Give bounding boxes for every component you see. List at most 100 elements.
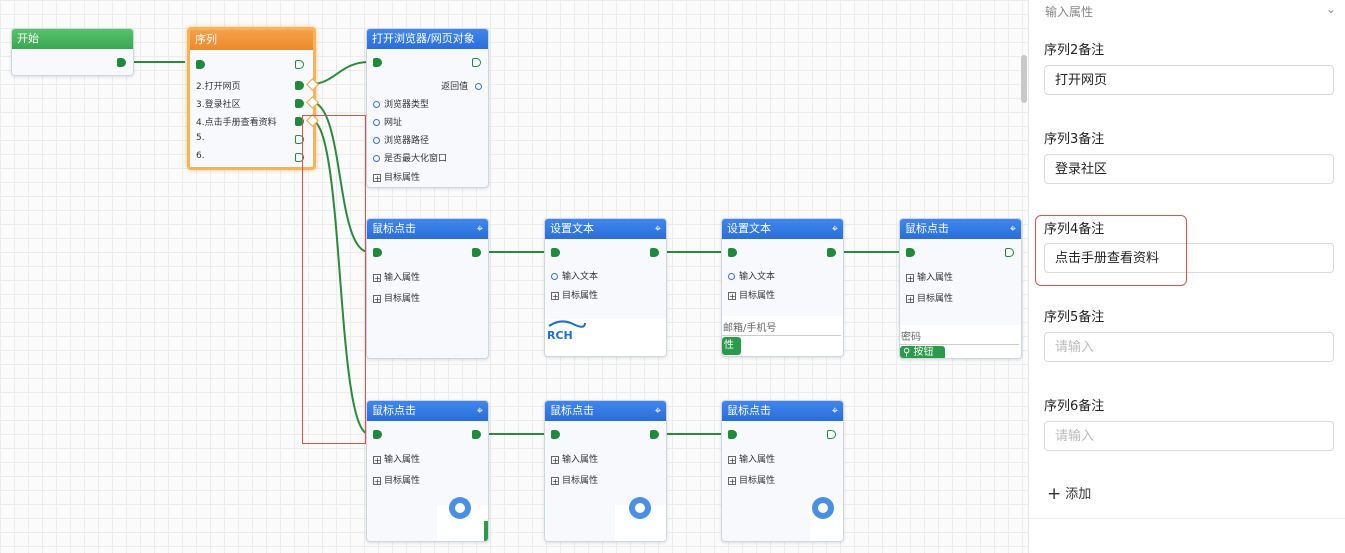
target-attr-row[interactable]: +目标属性: [373, 476, 421, 486]
flow-canvas[interactable]: 开始 序列 2.打开网页 3.登录社区 4.点击手册查看资料 5. 6. 打开浏…: [0, 0, 1028, 553]
in-port[interactable]: [728, 248, 737, 257]
out-port[interactable]: [472, 248, 481, 257]
out-port[interactable]: [827, 430, 836, 439]
input-attr-row[interactable]: +输入属性: [551, 455, 599, 465]
add-button[interactable]: +添加: [1047, 483, 1091, 504]
sequence-row-2: 2.打开网页: [196, 82, 241, 92]
maximize-window-row: 是否最大化窗口: [373, 151, 447, 164]
out-port[interactable]: [472, 430, 481, 439]
app-logo-icon: [812, 497, 834, 519]
canvas-scrollbar[interactable]: [1021, 55, 1027, 103]
input-attr-row[interactable]: +输入属性: [373, 455, 421, 465]
expand-icon[interactable]: +: [728, 455, 736, 465]
sequence-row-2-port[interactable]: [295, 81, 304, 90]
element-preview: RCH: [545, 319, 666, 356]
out-port[interactable]: [1005, 248, 1014, 257]
start-out-port[interactable]: [117, 58, 126, 67]
expand-icon[interactable]: +: [373, 476, 381, 486]
param-port[interactable]: [728, 273, 735, 280]
mouse-click-node-5[interactable]: 鼠标点击⌖ +输入属性 +目标属性: [721, 400, 844, 542]
field-input-seq6[interactable]: 请输入: [1044, 421, 1334, 451]
expand-icon[interactable]: +: [906, 273, 914, 283]
param-port[interactable]: [373, 101, 380, 108]
param-port[interactable]: [373, 119, 380, 126]
out-port[interactable]: [827, 248, 836, 257]
target-attr-row[interactable]: +目标属性: [906, 294, 954, 304]
sequence-row-4-port[interactable]: [295, 117, 304, 126]
target-icon[interactable]: ⌖: [831, 222, 838, 235]
field-label-seq2: 序列2备注: [1044, 43, 1105, 58]
target-icon[interactable]: ⌖: [654, 222, 661, 235]
preview-button: 性: [722, 337, 741, 355]
target-icon[interactable]: ⌖: [1009, 222, 1016, 235]
expand-icon[interactable]: +: [551, 455, 559, 465]
expand-icon[interactable]: +: [728, 476, 736, 486]
param-port[interactable]: [373, 137, 380, 144]
expand-icon[interactable]: +: [373, 273, 381, 283]
sequence-row-3: 3.登录社区: [196, 100, 241, 110]
in-port[interactable]: [373, 430, 382, 439]
sequence-in-port[interactable]: [196, 60, 205, 69]
input-attr-row[interactable]: +输入属性: [728, 455, 776, 465]
target-attr-row[interactable]: +目标属性: [551, 476, 599, 486]
mouse-click-node-3[interactable]: 鼠标点击⌖ +输入属性 +目标属性: [366, 400, 489, 542]
mouse-click-node-1[interactable]: 鼠标点击 ⌖ +输入属性 +目标属性: [366, 218, 489, 359]
sequence-out-port[interactable]: [295, 60, 304, 69]
target-attr-row[interactable]: +目标属性: [728, 476, 776, 486]
open-browser-out-port[interactable]: [472, 58, 481, 67]
start-node[interactable]: 开始: [11, 28, 134, 76]
field-input-seq4[interactable]: 点击手册查看资料: [1044, 243, 1334, 273]
expand-icon[interactable]: +: [551, 291, 559, 301]
input-attr-row[interactable]: +输入属性: [373, 273, 421, 283]
sequence-row-6-port[interactable]: [295, 153, 304, 162]
target-icon[interactable]: ⌖: [831, 404, 838, 417]
in-port[interactable]: [373, 248, 382, 257]
target-attr-row[interactable]: +目标属性: [373, 294, 421, 304]
in-port[interactable]: [906, 248, 915, 257]
in-port[interactable]: [551, 248, 560, 257]
target-icon[interactable]: ⌖: [476, 222, 483, 235]
node-title: 设置文本: [727, 222, 771, 235]
target-icon[interactable]: ⌖: [654, 404, 661, 417]
sequence-row-3-port[interactable]: [295, 99, 304, 108]
target-attr-row[interactable]: +目标属性: [373, 173, 421, 183]
expand-icon[interactable]: +: [906, 294, 914, 304]
in-port[interactable]: [551, 430, 560, 439]
param-port[interactable]: [373, 155, 380, 162]
out-port[interactable]: [650, 430, 659, 439]
field-input-seq2[interactable]: 打开网页: [1044, 65, 1334, 95]
open-browser-node[interactable]: 打开浏览器/网页对象 返回值 浏览器类型 网址 浏览器路径 是否最大化窗口 +目…: [366, 28, 489, 188]
expand-icon[interactable]: +: [373, 455, 381, 465]
field-input-seq3[interactable]: 登录社区: [1044, 154, 1334, 184]
expand-icon[interactable]: +: [373, 294, 381, 304]
open-browser-in-port[interactable]: [373, 58, 382, 67]
set-text-node-2[interactable]: 设置文本⌖ 输入文本 +目标属性 邮箱/手机号 性: [721, 218, 844, 357]
node-title: 鼠标点击: [372, 222, 416, 235]
field-input-seq5[interactable]: 请输入: [1044, 332, 1334, 362]
target-attr-row[interactable]: +目标属性: [551, 291, 599, 301]
out-port[interactable]: [650, 248, 659, 257]
input-attr-row[interactable]: +输入属性: [906, 273, 954, 283]
in-port[interactable]: [728, 430, 737, 439]
return-value-port[interactable]: [475, 83, 482, 90]
node-title: 鼠标点击: [550, 404, 594, 417]
target-attr-row[interactable]: +目标属性: [728, 291, 776, 301]
element-preview: [810, 497, 843, 541]
sequence-row-5-port[interactable]: [295, 135, 304, 144]
sequence-node[interactable]: 序列 2.打开网页 3.登录社区 4.点击手册查看资料 5. 6.: [187, 27, 316, 170]
set-text-node-1[interactable]: 设置文本⌖ 输入文本 +目标属性 RCH: [544, 218, 667, 357]
chevron-down-icon[interactable]: ⌄: [1325, 2, 1336, 16]
mouse-click-node-4[interactable]: 鼠标点击 ⌖ +输入属性 +目标属性: [544, 400, 667, 542]
field-label-seq6: 序列6备注: [1044, 399, 1105, 414]
param-port[interactable]: [551, 273, 558, 280]
input-text-row: 输入文本: [728, 269, 775, 282]
expand-icon[interactable]: +: [551, 476, 559, 486]
preview-button: ⚲ 按钮: [900, 346, 945, 358]
browser-type-row: 浏览器类型: [373, 97, 429, 110]
sequence-row-4: 4.点击手册查看资料: [196, 118, 277, 128]
expand-icon[interactable]: +: [373, 173, 381, 183]
mouse-click-node-2[interactable]: 鼠标点击⌖ +输入属性 +目标属性 密码 ⚲ 按钮: [899, 218, 1022, 359]
sequence-row-5: 5.: [196, 133, 205, 143]
expand-icon[interactable]: +: [728, 291, 736, 301]
target-icon[interactable]: ⌖: [476, 404, 483, 417]
